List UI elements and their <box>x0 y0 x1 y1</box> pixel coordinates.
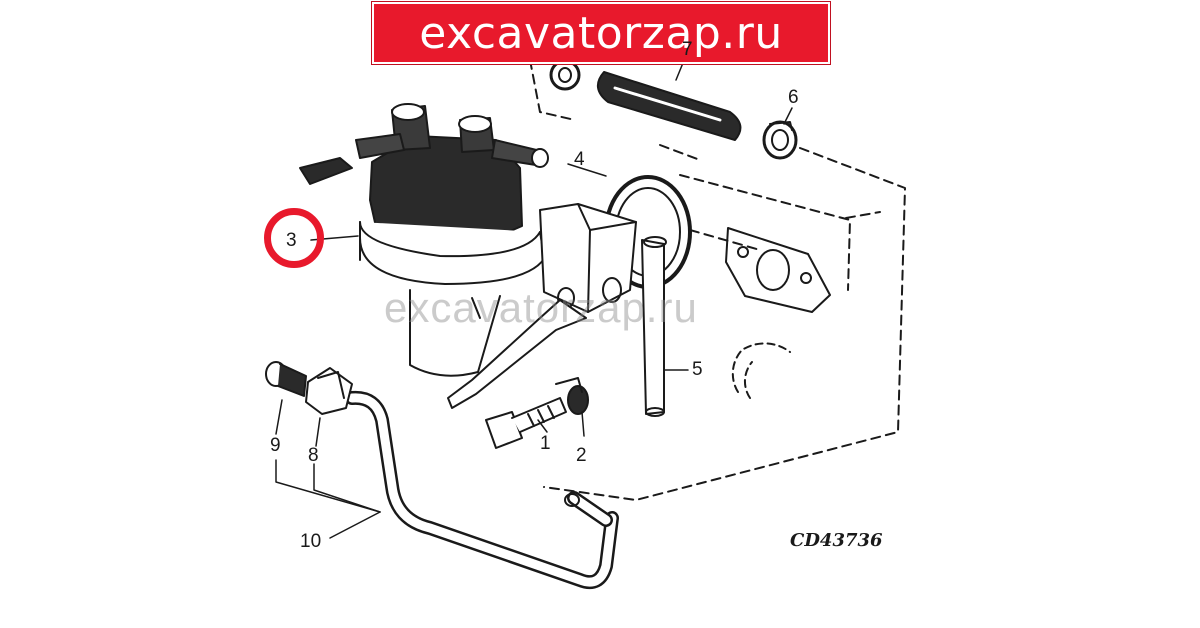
cover-screw <box>299 157 353 185</box>
lever-housing <box>539 203 637 313</box>
leader-lines <box>275 57 793 539</box>
fitting-nut-8 <box>305 367 353 415</box>
callout-7: 7 <box>682 39 693 60</box>
o-ring-7 <box>597 71 742 141</box>
clamp-6 <box>762 120 798 160</box>
callout-3: 3 <box>286 230 297 251</box>
site-banner: excavatorzap.ru <box>372 2 830 64</box>
grommet <box>549 59 581 91</box>
fuel-line-10 <box>345 390 619 590</box>
callout-1: 1 <box>540 433 551 454</box>
callout-4: 4 <box>574 149 585 170</box>
highlight-circle <box>264 208 324 268</box>
callout-6: 6 <box>788 87 799 108</box>
washer-2 <box>555 377 589 415</box>
watermark: excavatorzap.ru <box>384 284 698 331</box>
callout-9: 9 <box>270 435 281 456</box>
fitting-9 <box>265 361 307 397</box>
engine-block-outline <box>529 59 906 501</box>
mounting-flange-on-block <box>725 227 831 313</box>
banner-text: excavatorzap.ru <box>419 7 783 59</box>
pump-lever <box>447 299 587 409</box>
callout-10: 10 <box>300 531 322 552</box>
pushrod-5 <box>641 236 667 417</box>
drawing-code: CD43736 <box>790 530 883 551</box>
block-boss <box>731 342 791 399</box>
pump-flange-ring <box>359 221 549 285</box>
bolt-1 <box>485 397 567 449</box>
callout-8: 8 <box>308 445 319 466</box>
callout-2: 2 <box>576 445 587 466</box>
pump-lower-body <box>409 289 501 377</box>
pump-top-cover <box>355 103 549 245</box>
callout-5: 5 <box>692 359 703 380</box>
